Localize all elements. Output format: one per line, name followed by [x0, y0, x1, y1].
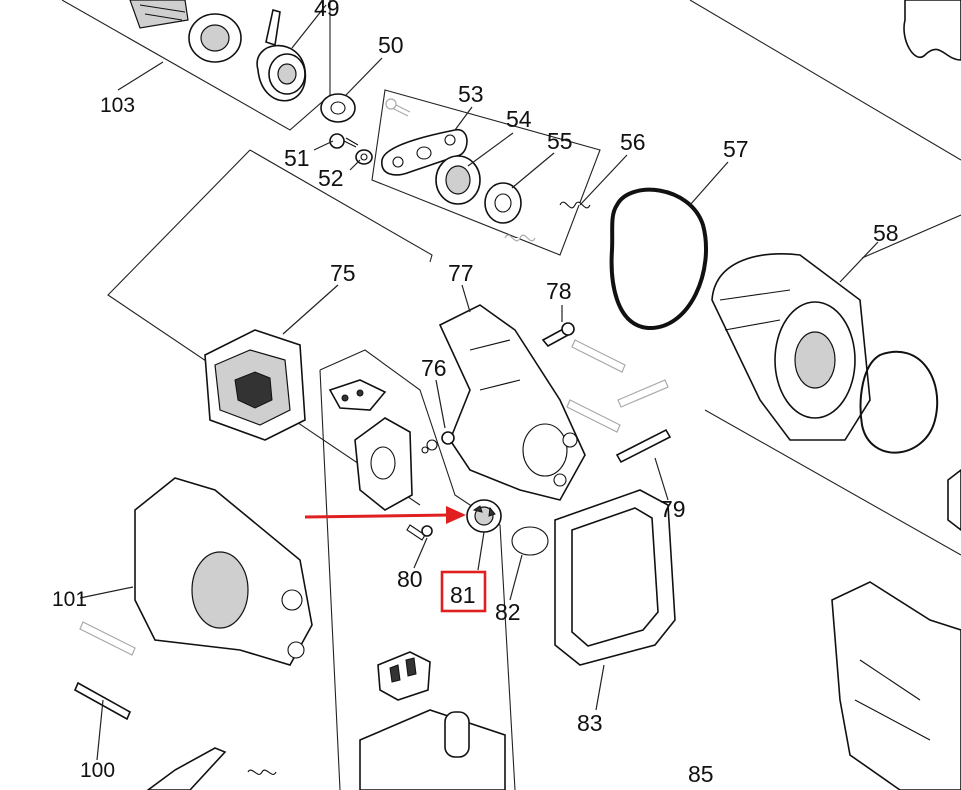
part-ghost-spring — [504, 234, 536, 242]
callout-76: 76 — [421, 355, 447, 381]
highlight-box-81 — [440, 570, 487, 613]
callout-100: 100 — [80, 759, 115, 782]
part-control-plate — [354, 417, 413, 511]
callout-85: 85 — [688, 761, 714, 787]
part-right-edge — [947, 468, 961, 532]
part-82-spring — [511, 526, 549, 556]
part-79-pin — [615, 428, 672, 464]
part-58-housing — [711, 253, 871, 441]
callout-58: 58 — [873, 220, 899, 246]
part-terminal-block — [328, 379, 387, 411]
part-57-o-ring — [609, 187, 708, 331]
group-frames — [61, 0, 961, 790]
callout-103: 103 — [100, 94, 135, 117]
part-80-screw — [406, 524, 433, 541]
callout-77: 77 — [448, 260, 474, 286]
part-53-plate — [381, 129, 468, 176]
part-bottom-left-lever — [146, 747, 277, 790]
callout-81: 81 — [450, 582, 476, 608]
callout-80: 80 — [397, 566, 423, 592]
part-ghost-pins — [566, 339, 669, 433]
callout-75: 75 — [330, 260, 356, 286]
part-bottom-switch — [377, 651, 431, 701]
callout-50: 50 — [378, 32, 404, 58]
part-55-bearing — [484, 182, 522, 224]
part-49-bearing-housing — [188, 8, 307, 102]
callout-82: 82 — [495, 599, 521, 625]
callout-49: 49 — [314, 0, 340, 21]
part-101-motor-housing — [134, 477, 313, 666]
part-56-spring — [559, 201, 591, 209]
part-83-seal-frame — [554, 489, 676, 666]
callout-101: 101 — [52, 588, 87, 611]
part-85-handle-housing — [831, 581, 961, 790]
part-ghost-screw — [385, 98, 411, 117]
part-50-washer — [320, 93, 356, 123]
part-o-ring-right — [859, 350, 939, 454]
part-77-gear-housing — [438, 304, 586, 501]
part-75-stator — [204, 329, 306, 441]
part-52-washer — [355, 149, 373, 165]
callout-79: 79 — [660, 496, 686, 522]
callout-52: 52 — [318, 165, 344, 191]
callout-83: 83 — [577, 710, 603, 736]
callout-57: 57 — [723, 136, 749, 162]
part-controller-board — [359, 709, 506, 790]
part-81-coupler — [466, 499, 502, 533]
callout-labels: 49 50 103 51 52 53 54 55 56 57 58 75 77 … — [52, 0, 899, 787]
callout-54: 54 — [506, 106, 532, 132]
part-ghost-pin-left — [79, 621, 136, 656]
callout-51: 51 — [284, 145, 310, 171]
leader-lines — [79, 4, 879, 761]
callout-78: 78 — [546, 278, 572, 304]
callout-55: 55 — [547, 128, 573, 154]
part-spring-shaft — [129, 0, 189, 29]
part-78-screw — [541, 322, 575, 348]
part-top-right-bracket — [903, 0, 961, 61]
pointer-arrow — [304, 506, 466, 524]
part-54-gear — [435, 155, 481, 205]
callout-56: 56 — [620, 129, 646, 155]
part-51-screw — [329, 133, 359, 149]
part-76-fastener — [421, 431, 455, 454]
callout-53: 53 — [458, 81, 484, 107]
